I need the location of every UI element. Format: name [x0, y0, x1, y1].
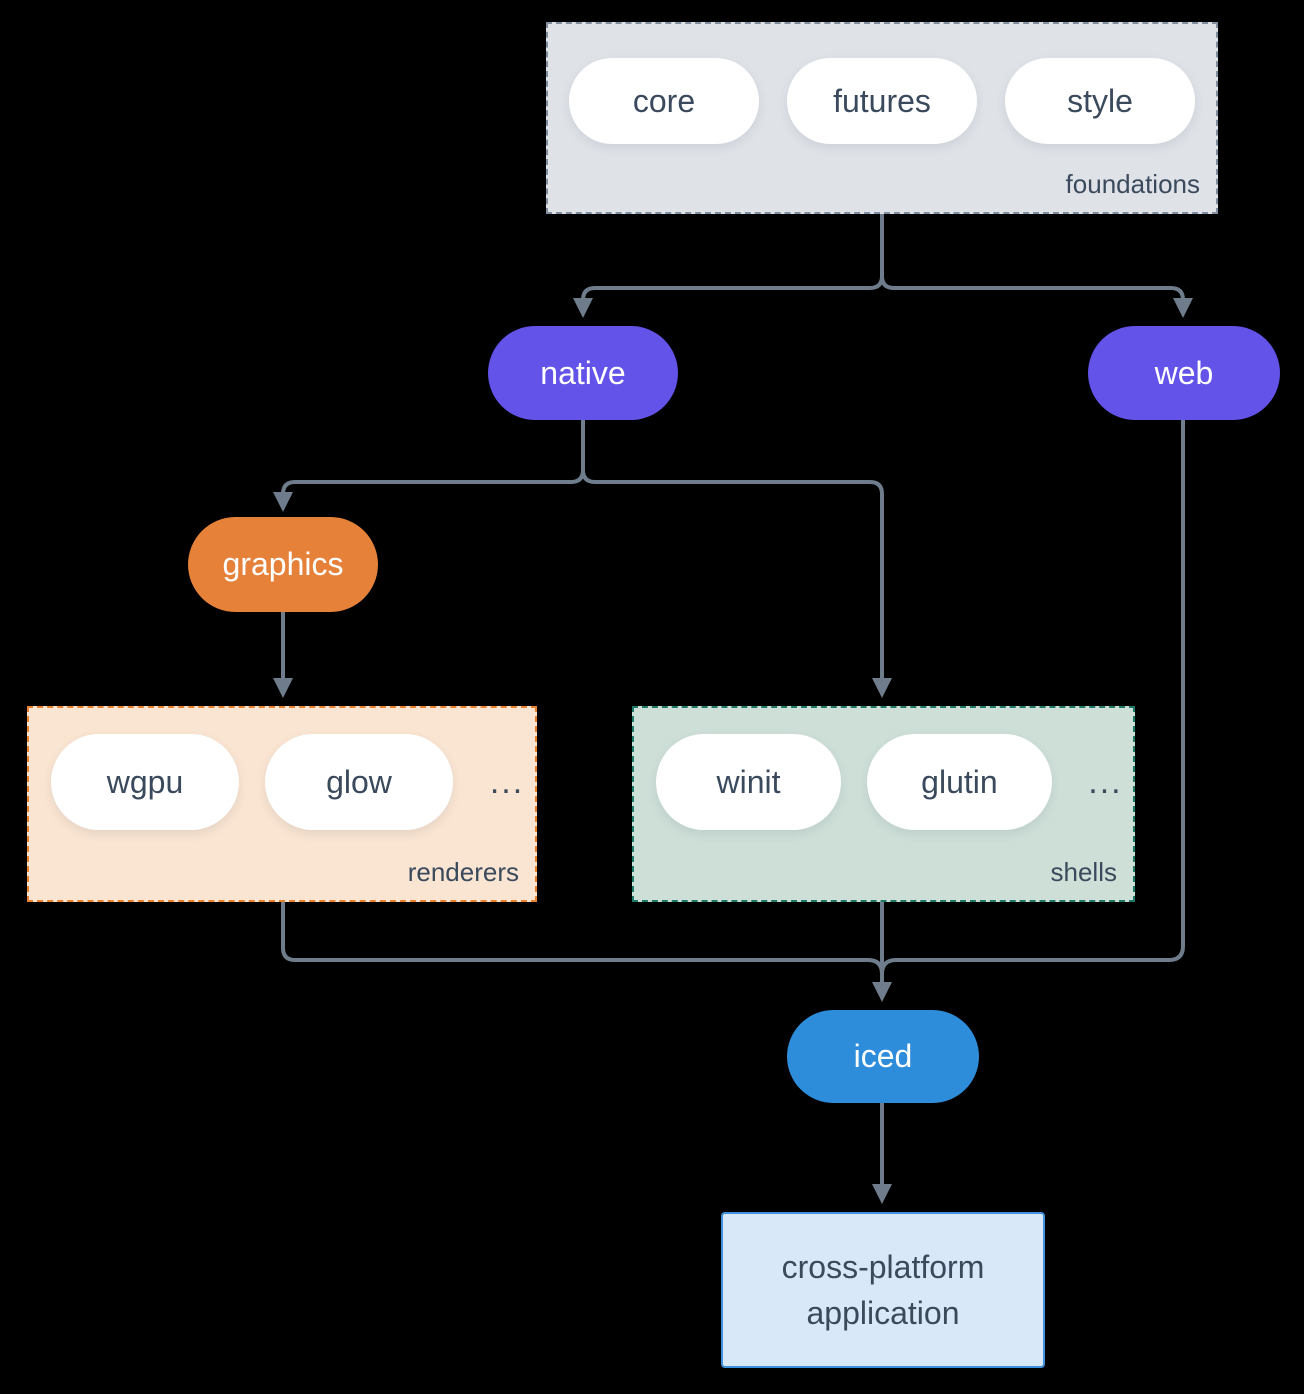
- shells-ellipsis: ...: [1088, 762, 1123, 801]
- node-native: native: [488, 326, 678, 420]
- node-web: web: [1088, 326, 1280, 420]
- shells-pill-row: winit glutin ...: [634, 734, 1133, 830]
- connector-native-shells: [581, 420, 892, 698]
- renderers-pill-row: wgpu glow ...: [29, 734, 535, 830]
- node-core: core: [569, 58, 759, 144]
- connector-renderers-merge: [281, 902, 884, 975]
- node-winit: winit: [656, 734, 841, 830]
- connector-foundations-web: [880, 214, 1193, 318]
- foundations-group: core futures style foundations: [546, 22, 1218, 214]
- shells-label: shells: [1050, 857, 1117, 887]
- node-graphics: graphics: [188, 517, 378, 612]
- connector-native-graphics: [273, 420, 585, 512]
- cross-platform-application-box: cross-platform application: [721, 1212, 1045, 1368]
- node-futures: futures: [787, 58, 977, 144]
- connector-foundations-native: [573, 214, 884, 318]
- foundations-pill-row: core futures style: [548, 58, 1216, 144]
- renderers-ellipsis: ...: [489, 762, 525, 801]
- renderers-label: renderers: [407, 857, 519, 887]
- node-wgpu: wgpu: [51, 734, 239, 830]
- shells-group: winit glutin ... shells: [632, 706, 1135, 902]
- node-glow: glow: [265, 734, 453, 830]
- renderers-group: wgpu glow ... renderers: [27, 706, 537, 902]
- node-iced: iced: [787, 1010, 979, 1103]
- node-glutin: glutin: [866, 734, 1052, 830]
- foundations-label: foundations: [1065, 169, 1200, 199]
- node-style: style: [1005, 58, 1195, 144]
